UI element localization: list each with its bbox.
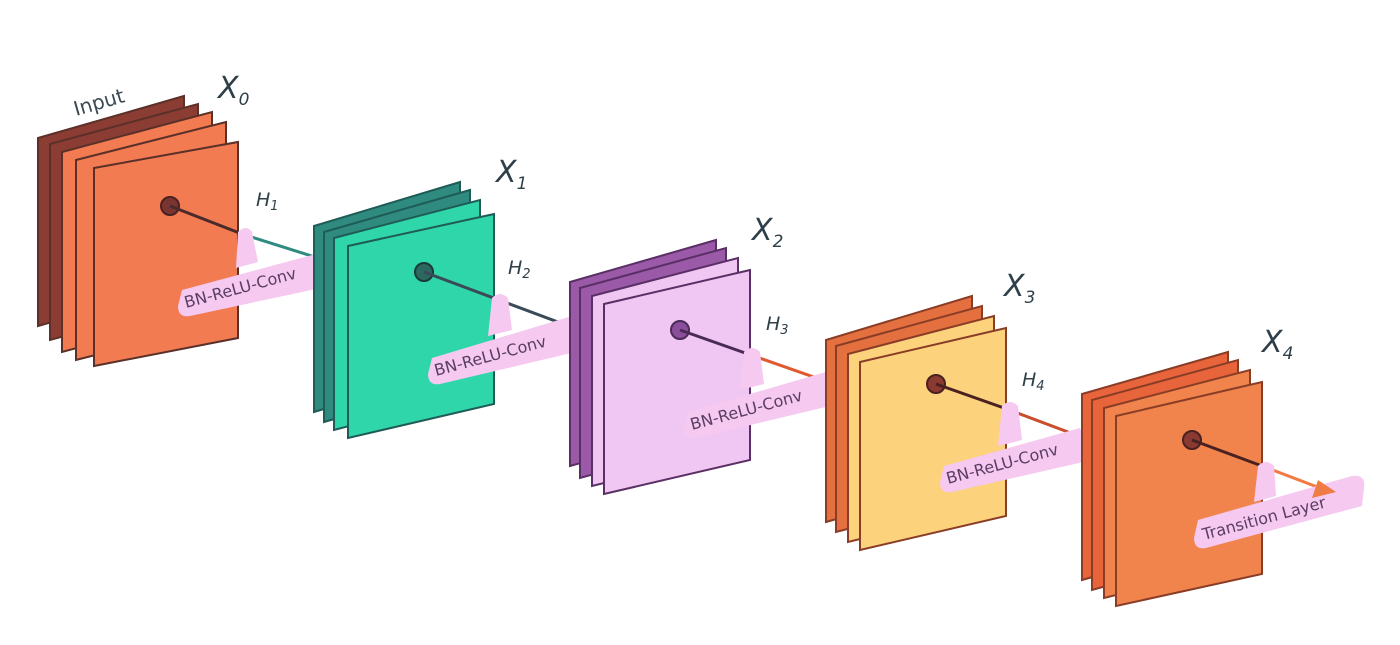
h4-label: H4 [1022, 369, 1045, 394]
h1-line [241, 232, 319, 260]
h4-tag-shape [940, 428, 1092, 493]
x2-letter: X [750, 213, 774, 248]
h1-tag-shape [178, 254, 330, 317]
h2-label: H2 [508, 257, 531, 282]
h1-tag-notch [236, 228, 258, 268]
stack-0-front-sheet [93, 140, 239, 368]
feature-map-stack-4 [1081, 350, 1263, 608]
transition-arrowhead-icon [1312, 480, 1336, 498]
h1-line-dark [169, 204, 243, 236]
x3-letter: X [1002, 269, 1026, 304]
stack-4-front-sheet [1115, 380, 1263, 608]
h2-tag-notch [488, 294, 512, 336]
x0-label: X0 [216, 71, 249, 110]
h1-subscript: 1 [270, 199, 278, 214]
h4-letter: H [1022, 369, 1036, 391]
x0-subscript: 0 [239, 90, 250, 110]
stack-1-front-sheet [347, 212, 495, 440]
x1-subscript: 1 [517, 174, 528, 194]
x1-label: X1 [494, 155, 527, 194]
x2-label: X2 [750, 213, 783, 252]
h3-label: H3 [766, 313, 789, 338]
h4-tag-notch [998, 402, 1022, 446]
x1-letter: X [494, 155, 518, 190]
h3-letter: H [766, 313, 780, 335]
h3-subscript: 3 [780, 323, 788, 338]
x2-subscript: 2 [773, 232, 784, 252]
feature-map-stack-3 [825, 294, 1007, 552]
feature-map-stack-2 [569, 238, 751, 496]
h1-letter: H [256, 189, 270, 211]
h2-tag-shape [428, 316, 584, 385]
x3-subscript: 3 [1025, 288, 1036, 308]
stack-3-front-sheet [859, 326, 1007, 552]
h1-label: H1 [256, 189, 279, 214]
x4-label: X4 [1260, 325, 1293, 364]
h3-tag-shape [684, 372, 838, 439]
h4-line-dark [935, 382, 1005, 410]
stack-2-front-sheet [603, 268, 751, 496]
x0-letter: X [216, 71, 240, 106]
h2-subscript: 2 [522, 267, 530, 282]
x4-letter: X [1260, 325, 1284, 360]
feature-map-stack-0 [37, 94, 239, 368]
h3-line-dark [679, 328, 749, 356]
feature-map-stack-1 [313, 180, 495, 440]
transition-line-dark [1191, 438, 1263, 468]
h3-tag-notch [740, 348, 764, 390]
x4-subscript: 4 [1283, 344, 1294, 364]
h2-letter: H [508, 257, 522, 279]
x3-label: X3 [1002, 269, 1035, 308]
h4-subscript: 4 [1036, 379, 1044, 394]
transition-tag-notch [1254, 462, 1276, 502]
